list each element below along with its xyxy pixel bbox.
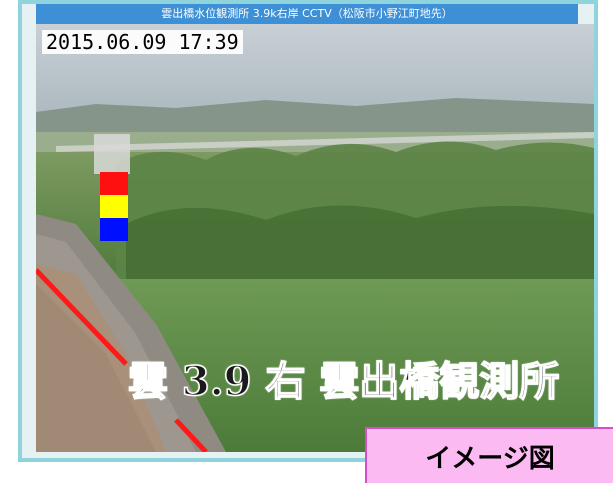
gauge-segment-blue (100, 218, 128, 241)
camera-timestamp: 2015.06.09 17:39 (42, 30, 243, 54)
camera-title-bar: 雲出橋水位観測所 3.9k右岸 CCTV（松阪市小野江町地先） (36, 4, 578, 24)
distant-hills (36, 98, 594, 136)
dirt-path (36, 264, 166, 452)
camera-scene (36, 24, 594, 452)
gauge-segment-yellow (100, 195, 128, 218)
cctv-camera-view: 2015.06.09 17:39 雲 3.9 右 雲出橋観測所 (36, 24, 594, 452)
water-level-gauge (100, 172, 128, 241)
gauge-segment-red (100, 172, 128, 195)
water-level-marker-line-lower (174, 418, 208, 452)
embankment-road (56, 132, 594, 152)
gauge-post (94, 134, 130, 174)
water-level-marker-line-upper (36, 268, 128, 366)
image-badge-label: イメージ図 (425, 443, 555, 474)
camera-title-text: 雲出橋水位観測所 3.9k右岸 CCTV（松阪市小野江町地先） (161, 7, 453, 20)
image-illustration-badge: イメージ図 (365, 427, 613, 483)
station-overlay-caption: 雲 3.9 右 雲出橋観測所 (127, 357, 560, 406)
tree-canopy-dark (126, 205, 594, 286)
